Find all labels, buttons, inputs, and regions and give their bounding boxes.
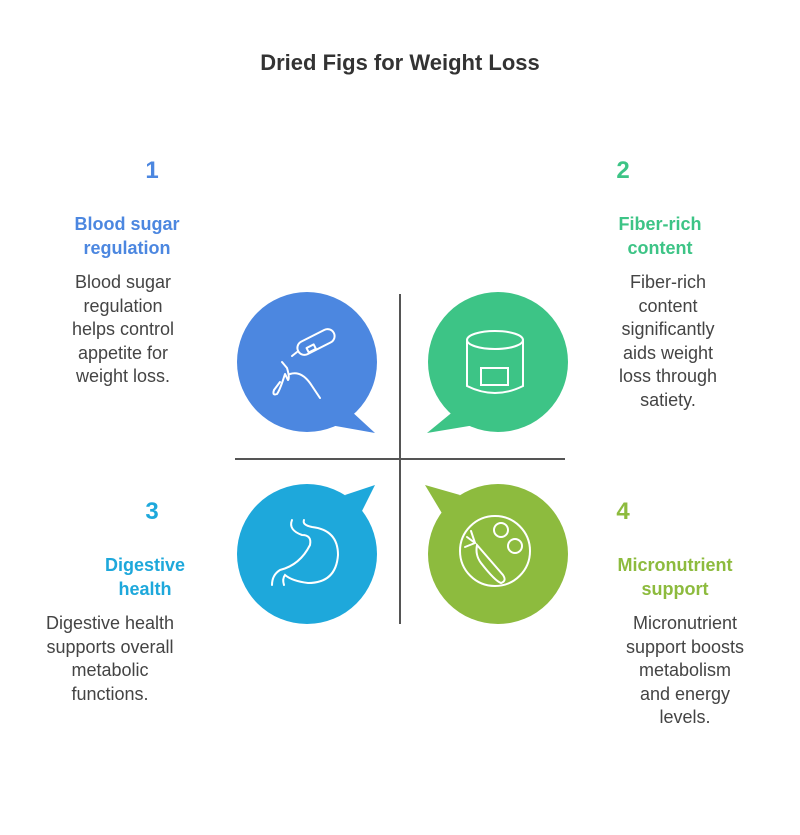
bubble-digestive [237, 484, 377, 624]
item-3-heading-line2: health [118, 579, 172, 599]
desc-line: Digestive health [45, 613, 175, 633]
page-title: Dried Figs for Weight Loss [260, 50, 540, 75]
item-3-number: 3 [145, 498, 159, 525]
desc-line: functions. [71, 683, 149, 704]
desc-line: content [638, 295, 698, 316]
desc-line: Blood sugar [74, 272, 172, 292]
glucose-meter-icon [272, 328, 336, 399]
desc-line: weight loss. [75, 366, 171, 386]
desc-line: supports overall [46, 636, 174, 657]
desc-line: Micronutrient [632, 613, 738, 633]
item-3-description: Digestive health supports overall metabo… [30, 612, 190, 706]
desc-line: significantly [621, 319, 715, 339]
desc-line: aids weight [622, 342, 714, 363]
desc-line: metabolism [638, 660, 732, 680]
desc-line: levels. [659, 707, 711, 727]
item-2-heading: Fiber-rich content [585, 212, 735, 260]
desc-line: metabolic [71, 660, 149, 680]
desc-line: and energy [639, 683, 731, 704]
item-2-heading-line2: content [627, 238, 693, 258]
item-1-heading: Blood sugar regulation [52, 212, 202, 260]
bubble-fiber [427, 292, 568, 433]
item-1-description: Blood sugar regulation helps control app… [48, 271, 198, 389]
item-3-heading: Digestive health [70, 553, 220, 601]
horizontal-divider [235, 458, 565, 460]
item-3-heading-line1: Digestive [104, 555, 186, 575]
desc-line: Fiber-rich [629, 272, 706, 292]
desc-line: loss through [618, 366, 718, 386]
item-1-heading-line1: Blood sugar [74, 214, 180, 234]
bubble-micronutrient [425, 484, 568, 624]
item-1-number: 1 [145, 157, 159, 184]
bubble-blood-sugar [237, 292, 377, 433]
item-2-description: Fiber-rich content significantly aids we… [593, 271, 743, 412]
item-4-description: Micronutrient support boosts metabolism … [605, 612, 765, 730]
item-1-heading-line2: regulation [83, 238, 171, 258]
item-2-heading-line1: Fiber-rich [618, 214, 702, 234]
item-4-heading-line2: support [641, 579, 709, 599]
desc-line: satiety. [640, 389, 696, 410]
item-4-heading-line1: Micronutrient [617, 555, 733, 575]
vegetables-icon [459, 515, 531, 587]
canister-icon [466, 330, 524, 394]
desc-line: support boosts [625, 636, 745, 657]
item-2-number: 2 [616, 157, 630, 184]
desc-line: appetite for [77, 342, 169, 363]
desc-line: regulation [83, 295, 163, 316]
item-4-number: 4 [616, 498, 630, 525]
desc-line: helps control [71, 319, 175, 339]
item-4-heading: Micronutrient support [595, 553, 755, 601]
stomach-icon [271, 519, 340, 586]
